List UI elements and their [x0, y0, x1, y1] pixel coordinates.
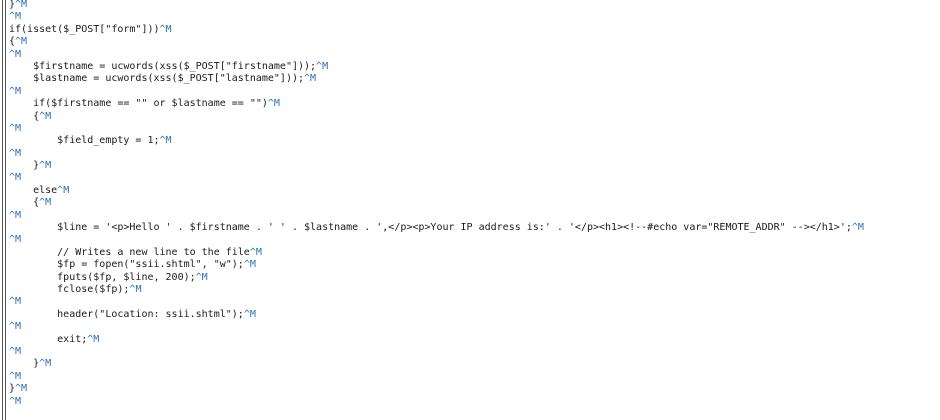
carriage-return-marker: ^M [304, 73, 317, 85]
code-line[interactable]: {^M [9, 197, 864, 209]
carriage-return-marker: ^M [195, 271, 208, 283]
code-line[interactable]: {^M [9, 111, 864, 123]
code-line[interactable]: ^M [9, 123, 864, 135]
carriage-return-marker: ^M [9, 85, 22, 97]
code-line[interactable]: $fp = fopen("ssii.shtml", "w");^M [9, 259, 864, 271]
carriage-return-marker: ^M [243, 308, 256, 320]
code-line[interactable]: $field_empty = 1;^M [9, 135, 864, 147]
gutter-divider-right [5, 0, 6, 420]
carriage-return-marker: ^M [57, 184, 70, 196]
carriage-return-marker: ^M [159, 23, 172, 35]
code-line[interactable]: ^M [9, 396, 864, 408]
code-line[interactable] [9, 408, 864, 420]
carriage-return-marker: ^M [15, 36, 28, 48]
code-line-text: { [9, 197, 40, 209]
carriage-return-marker: ^M [9, 395, 22, 407]
code-line[interactable]: ^M [9, 371, 864, 383]
carriage-return-marker: ^M [316, 60, 329, 72]
code-line[interactable]: exit;^M [9, 334, 864, 346]
carriage-return-marker: ^M [15, 0, 28, 10]
carriage-return-marker: ^M [9, 321, 22, 333]
editor-gutter [0, 0, 7, 420]
carriage-return-marker: ^M [129, 283, 142, 295]
code-line-text: header("Location: ssii.shtml"); [9, 308, 244, 320]
carriage-return-marker: ^M [9, 370, 22, 382]
gutter-divider-left [2, 0, 3, 420]
code-line[interactable]: if($firstname == "" or $lastname == "")^… [9, 98, 864, 110]
carriage-return-marker: ^M [9, 11, 22, 23]
code-line[interactable]: $lastname = ucwords(xss($_POST["lastname… [9, 73, 864, 85]
code-line[interactable]: // Writes a new line to the file^M [9, 247, 864, 259]
code-line-text: if($firstname == "" or $lastname == "") [9, 98, 268, 110]
code-line[interactable]: header("Location: ssii.shtml");^M [9, 309, 864, 321]
carriage-return-marker: ^M [9, 296, 22, 308]
carriage-return-marker: ^M [9, 345, 22, 357]
code-line[interactable]: fputs($fp, $line, 200);^M [9, 272, 864, 284]
code-line-text: { [9, 110, 40, 122]
carriage-return-marker: ^M [15, 383, 28, 395]
carriage-return-marker: ^M [9, 122, 22, 134]
carriage-return-marker: ^M [39, 110, 52, 122]
code-line[interactable]: {^M [9, 36, 864, 48]
code-line-text: fputs($fp, $line, 200); [9, 271, 196, 283]
code-line[interactable]: $line = '<p>Hello ' . $firstname . ' ' .… [9, 222, 864, 234]
carriage-return-marker: ^M [851, 222, 864, 234]
carriage-return-marker: ^M [249, 246, 262, 258]
carriage-return-marker: ^M [39, 197, 52, 209]
carriage-return-marker: ^M [39, 160, 52, 172]
code-line[interactable]: }^M [9, 160, 864, 172]
code-line-text: $field_empty = 1; [9, 135, 160, 147]
code-line[interactable]: ^M [9, 148, 864, 160]
carriage-return-marker: ^M [9, 234, 22, 246]
code-line[interactable]: }^M [9, 0, 864, 11]
code-line[interactable]: }^M [9, 383, 864, 395]
code-line-text: } [9, 383, 16, 395]
code-line-text: // Writes a new line to the file [9, 246, 250, 258]
code-line[interactable]: if(isset($_POST["form"]))^M [9, 24, 864, 36]
carriage-return-marker: ^M [9, 172, 22, 184]
code-line-text: $line = '<p>Hello ' . $firstname . ' ' .… [9, 222, 852, 234]
code-line[interactable]: ^M [9, 234, 864, 246]
code-line[interactable]: ^M [9, 321, 864, 333]
carriage-return-marker: ^M [243, 259, 256, 271]
code-line[interactable]: else^M [9, 185, 864, 197]
code-line[interactable]: }^M [9, 358, 864, 370]
carriage-return-marker: ^M [267, 98, 280, 110]
code-line[interactable]: $firstname = ucwords(xss($_POST["firstna… [9, 61, 864, 73]
code-line[interactable]: ^M [9, 86, 864, 98]
code-line-text: else [9, 184, 58, 196]
code-line-text: exit; [9, 333, 88, 345]
code-line-text: { [9, 36, 16, 48]
code-line-text: fclose($fp); [9, 283, 130, 295]
carriage-return-marker: ^M [87, 333, 100, 345]
code-line[interactable]: ^M [9, 11, 864, 23]
code-line[interactable]: ^M [9, 210, 864, 222]
code-line[interactable]: fclose($fp);^M [9, 284, 864, 296]
carriage-return-marker: ^M [9, 48, 22, 60]
code-line[interactable]: ^M [9, 296, 864, 308]
code-line-text: } [9, 358, 40, 370]
carriage-return-marker: ^M [39, 358, 52, 370]
code-line-text: $firstname = ucwords(xss($_POST["firstna… [9, 60, 317, 72]
carriage-return-marker: ^M [9, 147, 22, 159]
code-line[interactable]: ^M [9, 172, 864, 184]
code-line[interactable]: ^M [9, 346, 864, 358]
carriage-return-marker: ^M [159, 135, 172, 147]
code-line-text: $fp = fopen("ssii.shtml", "w"); [9, 259, 244, 271]
carriage-return-marker: ^M [9, 209, 22, 221]
code-line-text: } [9, 160, 40, 172]
code-line[interactable]: ^M [9, 49, 864, 61]
code-line-text: $lastname = ucwords(xss($_POST["lastname… [9, 73, 305, 85]
code-line-text: } [9, 0, 16, 10]
code-line-text: if(isset($_POST["form"])) [9, 23, 160, 35]
